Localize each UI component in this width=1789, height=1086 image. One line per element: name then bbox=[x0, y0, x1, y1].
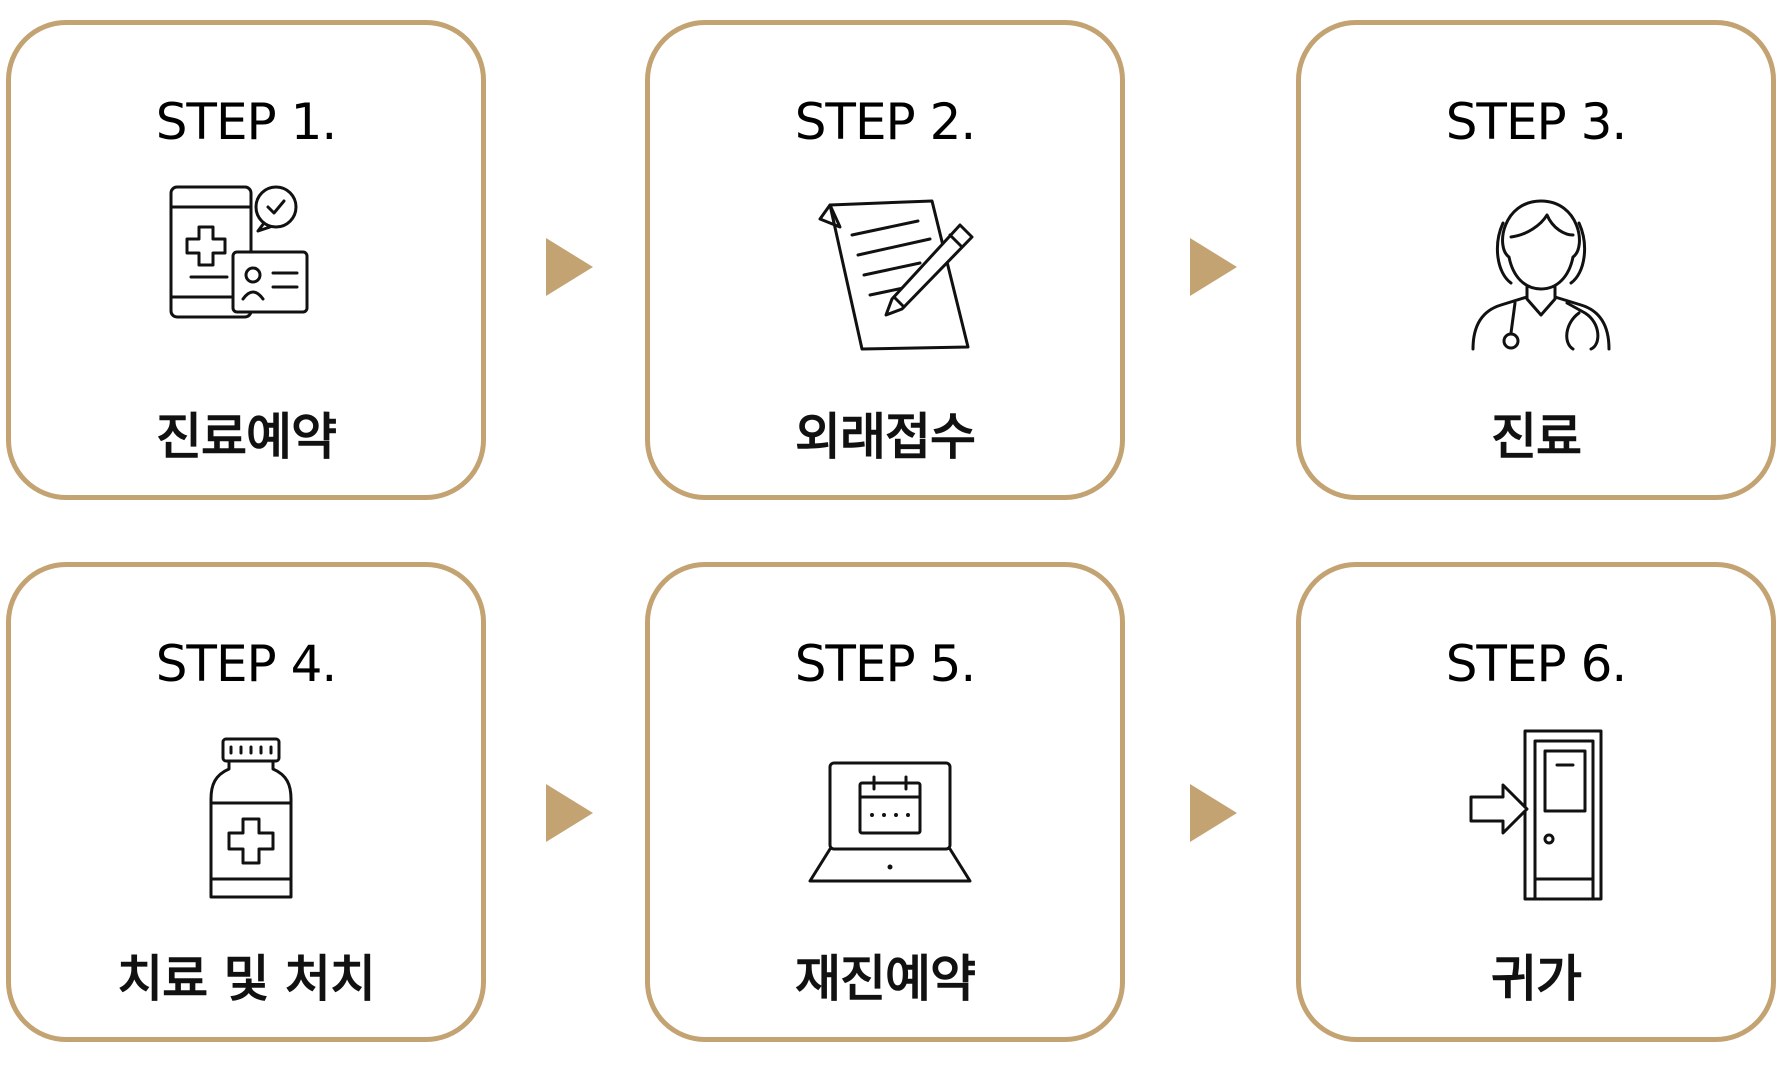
step-title: STEP 5. bbox=[794, 635, 977, 693]
step-title: STEP 3. bbox=[1445, 93, 1628, 151]
step-title: STEP 1. bbox=[155, 93, 338, 151]
step-label: 재진예약 bbox=[795, 950, 976, 1008]
arrow-right-icon bbox=[1190, 238, 1237, 296]
medicine-bottle-icon bbox=[151, 719, 351, 919]
step-label: 진료 bbox=[1491, 408, 1582, 466]
step-title: STEP 2. bbox=[794, 93, 977, 151]
arrow-right-icon bbox=[546, 238, 593, 296]
step-label: 치료 및 처치 bbox=[117, 950, 376, 1008]
step-card-5: STEP 5. 재진예약 bbox=[645, 562, 1125, 1042]
step-label: 진료예약 bbox=[156, 408, 337, 466]
arrow-right-icon bbox=[546, 784, 593, 842]
female-doctor-icon bbox=[1441, 177, 1641, 377]
step-card-6: STEP 6. 귀가 bbox=[1296, 562, 1776, 1042]
step-card-2: STEP 2. 외래접수 bbox=[645, 20, 1125, 500]
step-label: 귀가 bbox=[1491, 950, 1582, 1008]
step-title: STEP 4. bbox=[155, 635, 338, 693]
door-exit-icon bbox=[1441, 719, 1641, 919]
step-card-1: STEP 1. 진료예약 bbox=[6, 20, 486, 500]
step-card-4: STEP 4. 치료 및 처치 bbox=[6, 562, 486, 1042]
laptop-calendar-icon bbox=[790, 719, 990, 919]
document-pen-icon bbox=[790, 177, 990, 377]
mobile-appointment-icon bbox=[151, 177, 351, 377]
step-label: 외래접수 bbox=[795, 408, 976, 466]
step-card-3: STEP 3. 진료 bbox=[1296, 20, 1776, 500]
arrow-right-icon bbox=[1190, 784, 1237, 842]
step-title: STEP 6. bbox=[1445, 635, 1628, 693]
